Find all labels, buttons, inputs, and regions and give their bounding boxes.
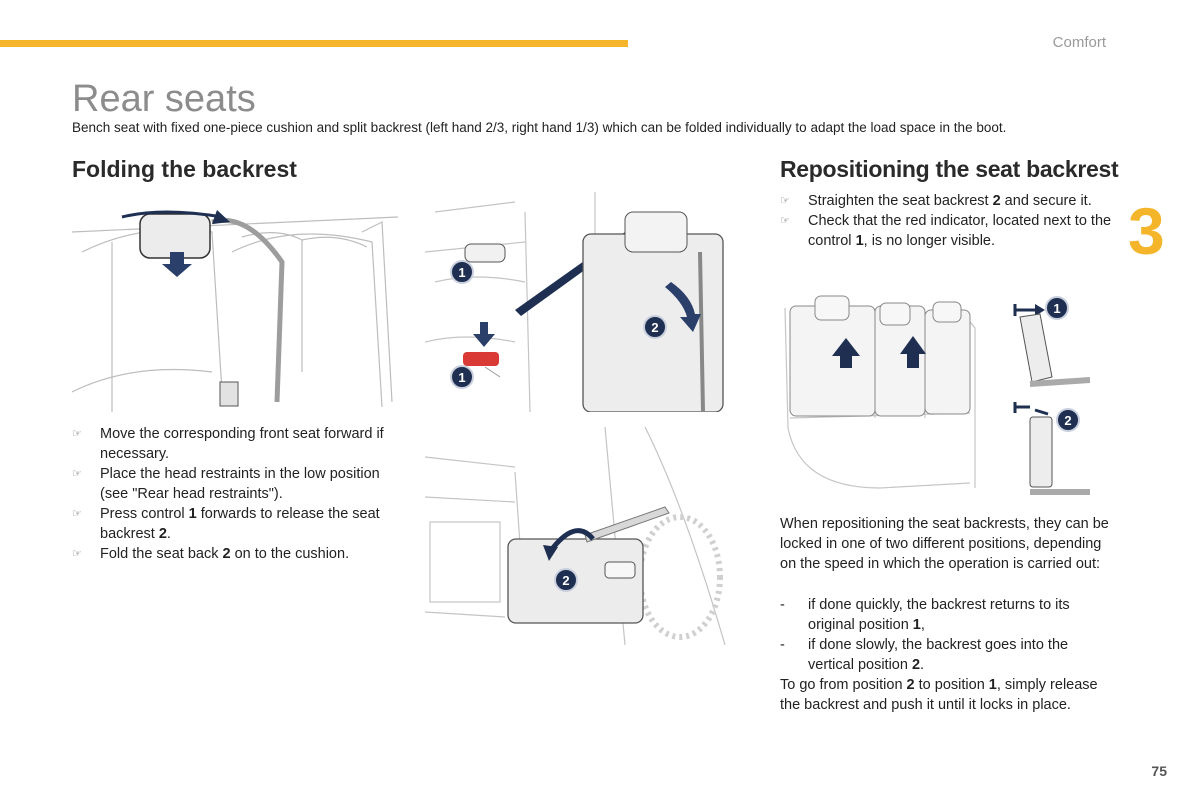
dash-marker: - <box>780 597 785 613</box>
backrest-ref: 2 <box>992 193 1001 209</box>
option-text: if done slowly, the backrest goes into t… <box>808 637 1069 673</box>
step-text: Move the corresponding front seat forwar… <box>100 426 384 462</box>
callout-number: 2 <box>651 320 658 335</box>
page-title: Rear seats <box>72 78 256 120</box>
backrest-ref: 2 <box>222 546 231 562</box>
step-text: on to the cushion. <box>230 546 350 562</box>
illustration-folded-seat <box>425 427 747 645</box>
callout-number: 2 <box>562 573 569 588</box>
callout-number: 2 <box>1064 413 1071 428</box>
list-item: ☞ Move the corresponding front seat forwa… <box>72 424 402 464</box>
option-text: if done quickly, the backrest returns to… <box>808 597 1070 633</box>
step-text: Press control <box>100 506 189 522</box>
folding-steps: ☞ Move the corresponding front seat forwa… <box>72 424 402 564</box>
reposition-heading: Repositioning the seat backrest <box>780 156 1119 182</box>
position-ref: 2 <box>906 677 915 693</box>
position-ref: 1 <box>912 617 921 633</box>
position-options: - if done quickly, the backrest returns t… <box>780 595 1110 675</box>
hand-pointer-icon: ☞ <box>780 215 790 227</box>
callout-2-lower: 2 <box>553 567 579 593</box>
step-text: Check that the red indicator, located ne… <box>808 213 1112 249</box>
closing-text: , simply release the backrest and push i… <box>780 677 1098 713</box>
page-number: 75 <box>1151 763 1167 779</box>
reposition-para: When repositioning the seat backrests, t… <box>780 516 1109 572</box>
illustration-head-restraint <box>72 192 398 412</box>
hand-pointer-icon: ☞ <box>72 468 82 480</box>
control-ref: 1 <box>855 233 864 249</box>
control-ref: 1 <box>188 506 197 522</box>
callout-number: 1 <box>458 370 465 385</box>
reposition-steps: ☞ Straighten the seat backrest 2 and secu… <box>780 191 1120 251</box>
callout-1-lower: 1 <box>449 364 475 390</box>
step-text: forwards to release the seat backrest <box>100 506 380 542</box>
closing-text: to position <box>914 677 989 693</box>
list-item: ☞ Fold the seat back 2 on to the cushion. <box>72 544 402 564</box>
reposition-closing: To go from position 2 to position 1, sim… <box>780 675 1110 715</box>
list-item: ☞ Check that the red indicator, located n… <box>780 211 1120 251</box>
step-text: , is no longer visible. <box>863 233 996 249</box>
callout-2-position: 2 <box>1055 407 1081 433</box>
step-text: . <box>166 526 171 542</box>
header-accent-bar <box>0 40 628 47</box>
hand-pointer-icon: ☞ <box>780 195 790 207</box>
step-text: and secure it. <box>1000 193 1092 209</box>
option-text: , <box>920 617 925 633</box>
hand-pointer-icon: ☞ <box>72 548 82 560</box>
step-text: Straighten the seat backrest <box>808 193 993 209</box>
list-item: - if done slowly, the backrest goes into … <box>780 635 1110 675</box>
closing-text: To go from position <box>780 677 907 693</box>
step-text: Fold the seat back <box>100 546 223 562</box>
illustration-lock-positions <box>1010 292 1096 502</box>
callout-2-upper: 2 <box>642 314 668 340</box>
dash-marker: - <box>780 637 785 653</box>
hand-pointer-icon: ☞ <box>72 508 82 520</box>
section-label: Comfort <box>1052 34 1106 51</box>
callout-1-upper: 1 <box>449 259 475 285</box>
hand-pointer-icon: ☞ <box>72 428 82 440</box>
callout-number: 1 <box>458 265 465 280</box>
callout-1-position: 1 <box>1044 295 1070 321</box>
list-item: ☞ Straighten the seat backrest 2 and secu… <box>780 191 1120 211</box>
position-ref: 2 <box>911 657 921 673</box>
position-ref: 1 <box>988 677 997 693</box>
list-item: - if done quickly, the backrest returns t… <box>780 595 1110 635</box>
list-item: ☞ Press control 1 forwards to release the… <box>72 504 402 544</box>
illustration-backrest-raised <box>780 288 980 498</box>
intro-text: Bench seat with fixed one-piece cushion … <box>72 120 1007 135</box>
illustration-release-control <box>425 192 747 412</box>
list-item: ☞ Place the head restraints in the low po… <box>72 464 402 504</box>
backrest-ref: 2 <box>158 526 167 542</box>
step-text: Place the head restraints in the low pos… <box>100 466 380 502</box>
chapter-number: 3 <box>1128 194 1165 268</box>
folding-heading: Folding the backrest <box>72 156 297 182</box>
callout-number: 1 <box>1053 301 1060 316</box>
option-text: . <box>920 657 925 673</box>
